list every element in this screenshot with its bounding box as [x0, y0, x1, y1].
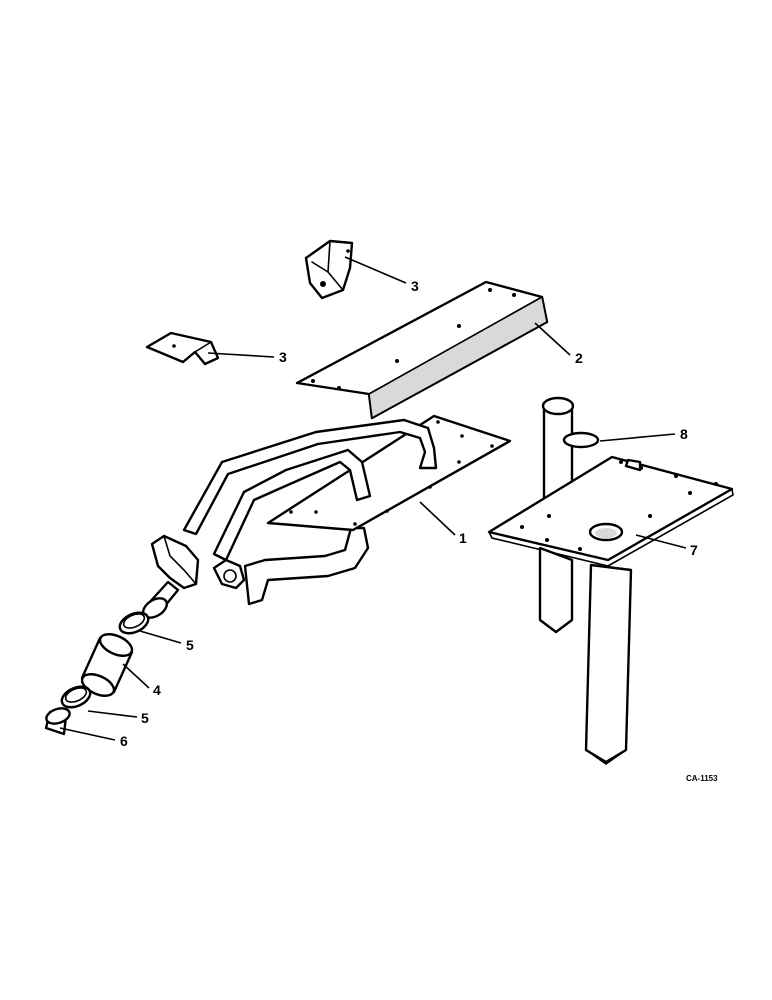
callout-3a: 3: [411, 278, 419, 294]
drawing-code: CA-1153: [686, 774, 718, 783]
callout-1: 1: [459, 530, 467, 546]
callout-7: 7: [690, 542, 698, 558]
leader-lines: [59, 256, 687, 741]
callouts: 3 3 2 8 1 7 5 4 5 6 CA-1153: [120, 278, 718, 783]
angle-channel: [295, 280, 549, 420]
plate-assembly: [150, 414, 512, 606]
callout-2: 2: [575, 350, 583, 366]
callout-4: 4: [153, 682, 161, 698]
callout-5a: 5: [186, 637, 194, 653]
callout-3b: 3: [279, 349, 287, 365]
callout-8: 8: [680, 426, 688, 442]
callout-5b: 5: [141, 710, 149, 726]
hose-stack: [44, 580, 180, 736]
bracket-upper: [304, 239, 354, 300]
callout-6: 6: [120, 733, 128, 749]
dual-tube-plate: [487, 396, 734, 765]
bracket-lower: [145, 331, 220, 366]
washer: [562, 431, 600, 449]
